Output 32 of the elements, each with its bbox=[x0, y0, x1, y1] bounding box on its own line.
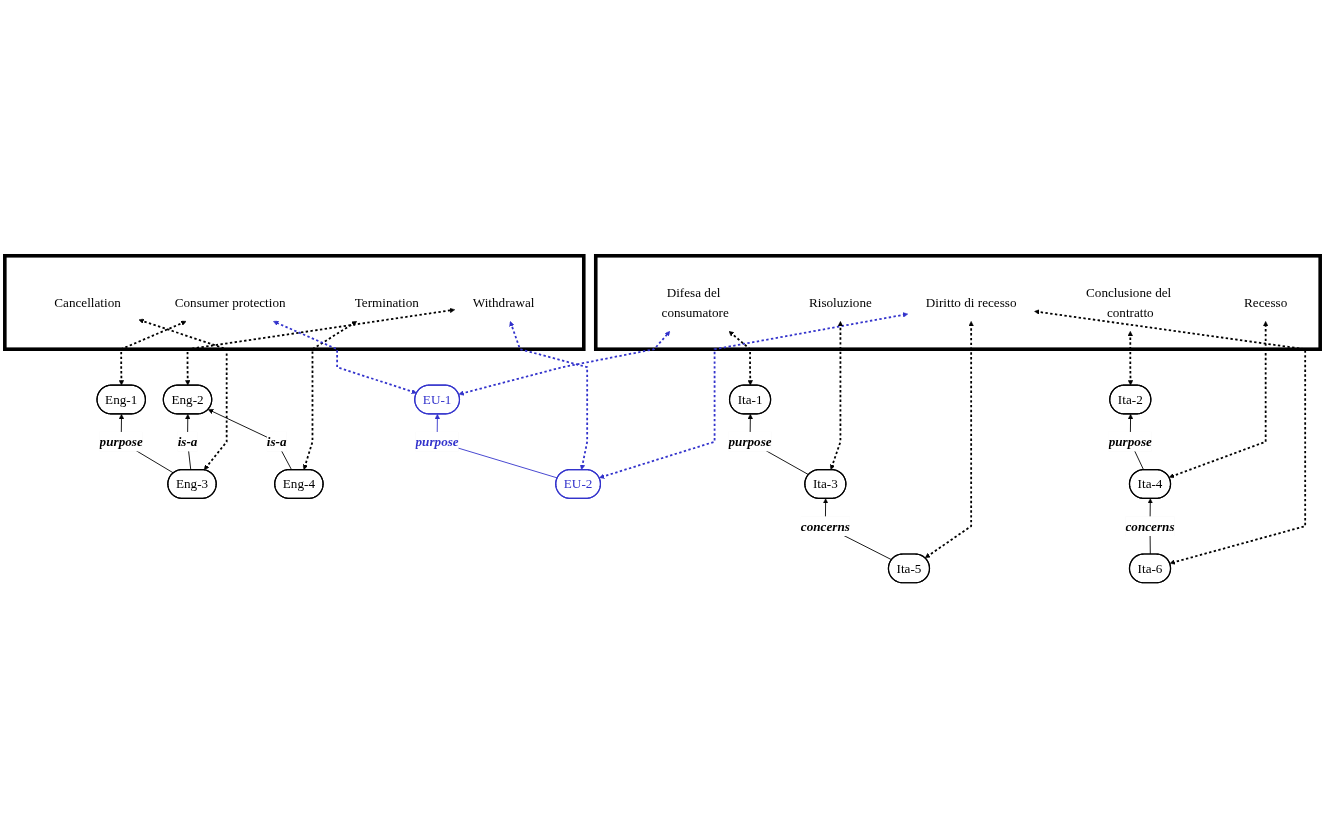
cluster bbox=[3, 254, 586, 352]
arrow bbox=[599, 312, 909, 480]
arrow bbox=[924, 321, 974, 559]
node-text: Difesa del consumatore bbox=[661, 285, 729, 321]
arrow bbox=[1169, 321, 1269, 479]
arrow bbox=[185, 308, 456, 386]
node-text: Consumer protection bbox=[174, 295, 286, 311]
arrow bbox=[302, 321, 357, 471]
edge-label: purpose bbox=[1108, 434, 1152, 450]
arrow bbox=[118, 321, 187, 386]
arrow bbox=[458, 331, 671, 396]
edge-label: purpose bbox=[99, 434, 143, 450]
node-text: Withdrawal bbox=[472, 295, 535, 311]
cluster bbox=[593, 254, 1322, 352]
node-text: Recesso bbox=[1244, 295, 1288, 311]
arrow bbox=[1034, 309, 1307, 565]
arrow bbox=[509, 321, 589, 471]
arrow bbox=[1127, 331, 1134, 386]
edge-label: purpose bbox=[415, 434, 459, 450]
edge-label: is-a bbox=[177, 434, 198, 450]
edge-label: purpose bbox=[728, 434, 772, 450]
edge-label: concerns bbox=[800, 518, 850, 534]
arrow bbox=[728, 331, 753, 386]
node-text: Cancellation bbox=[54, 295, 121, 311]
node-text: Conclusione del contratto bbox=[1086, 285, 1172, 321]
node-text: Risoluzione bbox=[808, 295, 872, 311]
node-text: Diritto di recesso bbox=[925, 295, 1017, 311]
edge-label: concerns bbox=[1125, 518, 1175, 534]
arrow bbox=[829, 321, 844, 471]
arrow bbox=[273, 321, 417, 395]
edge-label: is-a bbox=[266, 434, 287, 450]
node-text: Termination bbox=[354, 295, 419, 311]
